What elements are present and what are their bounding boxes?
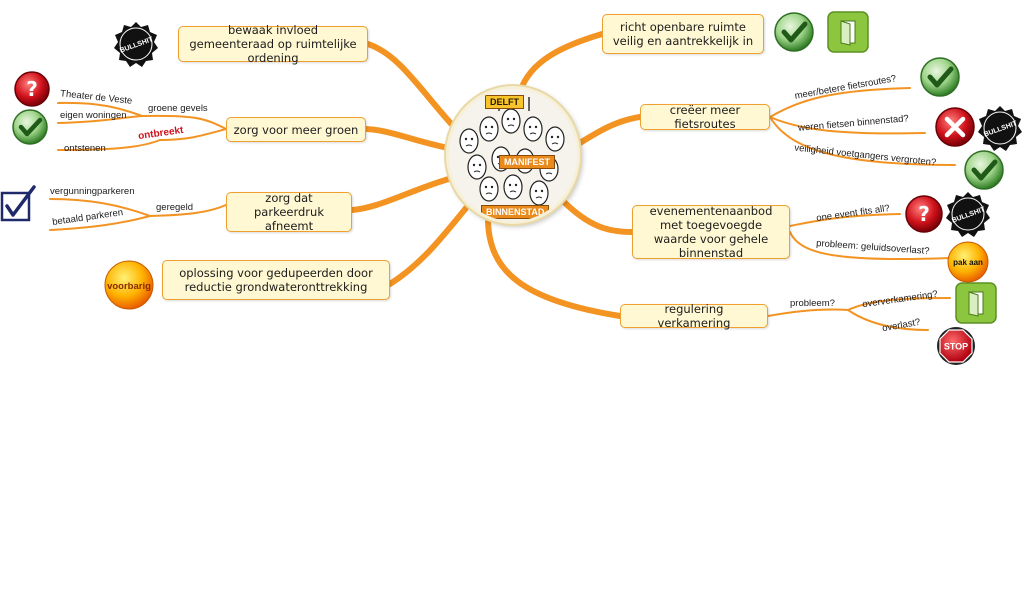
central-manifest-image: DELFT MANIFEST BINNENSTAD (446, 86, 580, 224)
branch-groen (363, 126, 451, 151)
cross-icon (935, 107, 975, 147)
svg-text:STOP: STOP (944, 342, 968, 352)
node-grondwater[interactable]: oplossing voor gedupeerden door reductie… (162, 260, 390, 300)
sub-branch-lines (49, 87, 956, 331)
bullshit-icon: BULLSHIT (978, 106, 1022, 151)
branch-gemeenteraad (365, 41, 458, 131)
pakaan-icon: pak aan (947, 241, 989, 283)
question-icon: ? (14, 71, 50, 107)
bullshit-icon: BULLSHIT (946, 192, 990, 237)
label-eigen-woningen: eigen woningen (60, 110, 127, 121)
node-gemeenteraad[interactable]: bewaak invloed gemeenteraad op ruimtelij… (178, 23, 368, 65)
question-icon: ? (905, 195, 943, 233)
branch-lines (349, 31, 643, 319)
label-groene-gevels: groene gevels (148, 103, 208, 114)
branch-verkamering (485, 219, 623, 319)
check-icon (920, 57, 960, 97)
branch-fietsroutes (569, 114, 643, 151)
center-tag-manifest: MANIFEST (499, 155, 555, 169)
svg-text:?: ? (918, 202, 930, 226)
door-icon (827, 11, 869, 53)
check-icon (12, 109, 48, 145)
stop-icon: STOP (937, 327, 975, 365)
node-parkeerdruk[interactable]: zorg dat parkeerdruk afneemt (226, 191, 352, 233)
branch-grondwater (387, 205, 469, 287)
branch-parkeer (349, 175, 455, 213)
center-tag-binnenstad: BINNENSTAD (481, 205, 550, 219)
label-probleem: probleem? (790, 298, 835, 309)
check-icon (964, 150, 1004, 190)
voorbarig-icon: voorbarig (104, 260, 154, 310)
svg-text:?: ? (26, 77, 38, 101)
node-fietsroutes[interactable]: creëer meer fietsroutes (640, 103, 770, 131)
node-evenementen[interactable]: evenementenaanbod met toegevoegde waarde… (632, 204, 790, 260)
svg-text:pak aan: pak aan (953, 258, 983, 267)
node-meer-groen[interactable]: zorg voor meer groen (226, 117, 366, 142)
label-ontstenen: ontstenen (64, 143, 106, 154)
door-icon (955, 282, 997, 324)
center-tag-delft: DELFT (485, 95, 524, 109)
node-verkamering[interactable]: regulering verkamering (620, 302, 768, 330)
node-openbare-ruimte[interactable]: richt openbare ruimte veilig en aantrekk… (602, 14, 764, 54)
label-vergunningparkeren: vergunningparkeren (50, 186, 135, 197)
label-geregeld: geregeld (156, 202, 193, 213)
branch-openbare-ruimte (517, 31, 605, 95)
checkbox-icon (0, 185, 36, 222)
bullshit-icon: BULLSHIT (114, 22, 158, 67)
branch-evenementen (559, 197, 635, 235)
check-icon (774, 12, 814, 52)
svg-text:voorbarig: voorbarig (107, 281, 151, 292)
